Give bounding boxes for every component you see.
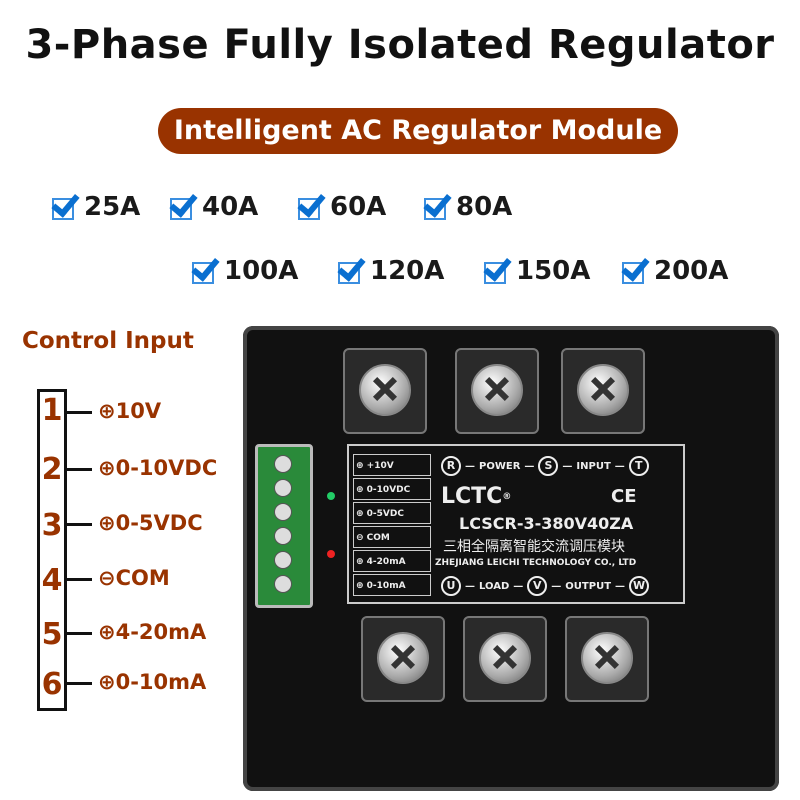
terminal-label: ⊕ 4-20mA — [353, 550, 431, 572]
pin-line — [66, 523, 92, 526]
rating-label: 25A — [84, 192, 141, 222]
pin-box — [37, 389, 67, 711]
rating-label: 120A — [370, 256, 445, 286]
terminal-label: ⊖ COM — [353, 526, 431, 548]
pin-label: ⊕0-5VDC — [98, 511, 203, 535]
green-led-icon — [327, 492, 335, 500]
chinese-description: 三相全隔离智能交流调压模块 — [443, 539, 625, 555]
input-text: INPUT — [576, 460, 611, 472]
pin-line — [66, 411, 92, 414]
rating-120a: 120A — [338, 256, 444, 286]
red-led-icon — [327, 550, 335, 558]
registered-mark: ® — [502, 491, 512, 502]
pin-number: 3 — [41, 508, 63, 543]
input-row: R—POWER—S—INPUT—T — [441, 456, 649, 476]
pin-label: ⊕0-10VDC — [98, 456, 218, 480]
terminal-screw-icon — [274, 479, 292, 497]
rating-label: 40A — [202, 192, 259, 222]
control-terminal-block — [255, 444, 313, 608]
screw-terminal-s — [455, 348, 539, 434]
pin-line — [66, 632, 92, 635]
company-name: ZHEJIANG LEICHI TECHNOLOGY CO., LTD — [435, 558, 637, 568]
phase-v: V — [527, 576, 548, 596]
rating-label: 100A — [224, 256, 299, 286]
rating-150a: 150A — [484, 256, 590, 286]
rating-25a: 25A — [52, 192, 140, 222]
terminal-label: ⊕ 0-5VDC — [353, 502, 431, 524]
output-row: U—LOAD—V—OUTPUT—W — [441, 576, 650, 596]
regulator-module-photo — [243, 326, 779, 791]
subtitle-banner: Intelligent AC Regulator Module — [158, 108, 678, 154]
rating-100a: 100A — [192, 256, 298, 286]
rating-200a: 200A — [622, 256, 728, 286]
rating-80a: 80A — [424, 192, 512, 222]
phase-w: W — [629, 576, 650, 596]
pin-number: 1 — [41, 393, 63, 428]
terminal-screw-icon — [274, 527, 292, 545]
screw-terminal-w — [565, 616, 649, 702]
phase-t: T — [628, 456, 649, 476]
checkbox-icon — [484, 262, 506, 284]
rating-label: 150A — [516, 256, 591, 286]
pin-line — [66, 578, 92, 581]
checkbox-icon — [424, 198, 446, 220]
checkbox-icon — [622, 262, 644, 284]
pin-label: ⊕4-20mA — [98, 620, 207, 644]
ce-mark: CE — [611, 486, 637, 507]
page-title: 3-Phase Fully Isolated Regulator — [25, 22, 775, 68]
pin-line — [66, 468, 92, 471]
checkbox-icon — [170, 198, 192, 220]
module-label-panel: ⊕ +10V ⊕ 0-10VDC ⊕ 0-5VDC ⊖ COM ⊕ 4-20mA… — [347, 444, 685, 604]
model-number: LCSCR-3-380V40ZA — [459, 514, 634, 533]
screw-terminal-t — [561, 348, 645, 434]
pin-line — [66, 682, 92, 685]
load-text: LOAD — [479, 580, 510, 592]
pin-label: ⊕0-10mA — [98, 670, 207, 694]
screw-terminal-r — [343, 348, 427, 434]
rating-label: 200A — [654, 256, 729, 286]
checkbox-icon — [338, 262, 360, 284]
screw-terminal-v — [463, 616, 547, 702]
rating-label: 60A — [330, 192, 387, 222]
pin-label: ⊖COM — [98, 566, 170, 590]
screw-terminal-u — [361, 616, 445, 702]
output-text: OUTPUT — [565, 580, 612, 592]
terminal-screw-icon — [274, 455, 292, 473]
terminal-screw-icon — [274, 551, 292, 569]
pin-label: ⊕10V — [98, 399, 162, 423]
rating-40a: 40A — [170, 192, 258, 222]
control-input-heading: Control Input — [22, 328, 194, 354]
pin-number: 6 — [41, 667, 63, 702]
phase-r: R — [441, 456, 461, 476]
phase-s: S — [538, 456, 559, 476]
power-text: POWER — [479, 460, 521, 472]
terminal-label: ⊕ 0-10VDC — [353, 478, 431, 500]
pin-number: 5 — [41, 617, 63, 652]
terminal-label: ⊕ +10V — [353, 454, 431, 476]
checkbox-icon — [52, 198, 74, 220]
checkbox-icon — [192, 262, 214, 284]
pin-number: 2 — [41, 452, 63, 487]
brand-logo: LCTC® — [441, 484, 511, 509]
checkbox-icon — [298, 198, 320, 220]
terminal-screw-icon — [274, 575, 292, 593]
terminal-label: ⊕ 0-10mA — [353, 574, 431, 596]
brand-text: LCTC — [441, 484, 503, 509]
rating-60a: 60A — [298, 192, 386, 222]
pin-number: 4 — [41, 563, 63, 598]
phase-u: U — [441, 576, 461, 596]
rating-label: 80A — [456, 192, 513, 222]
terminal-screw-icon — [274, 503, 292, 521]
